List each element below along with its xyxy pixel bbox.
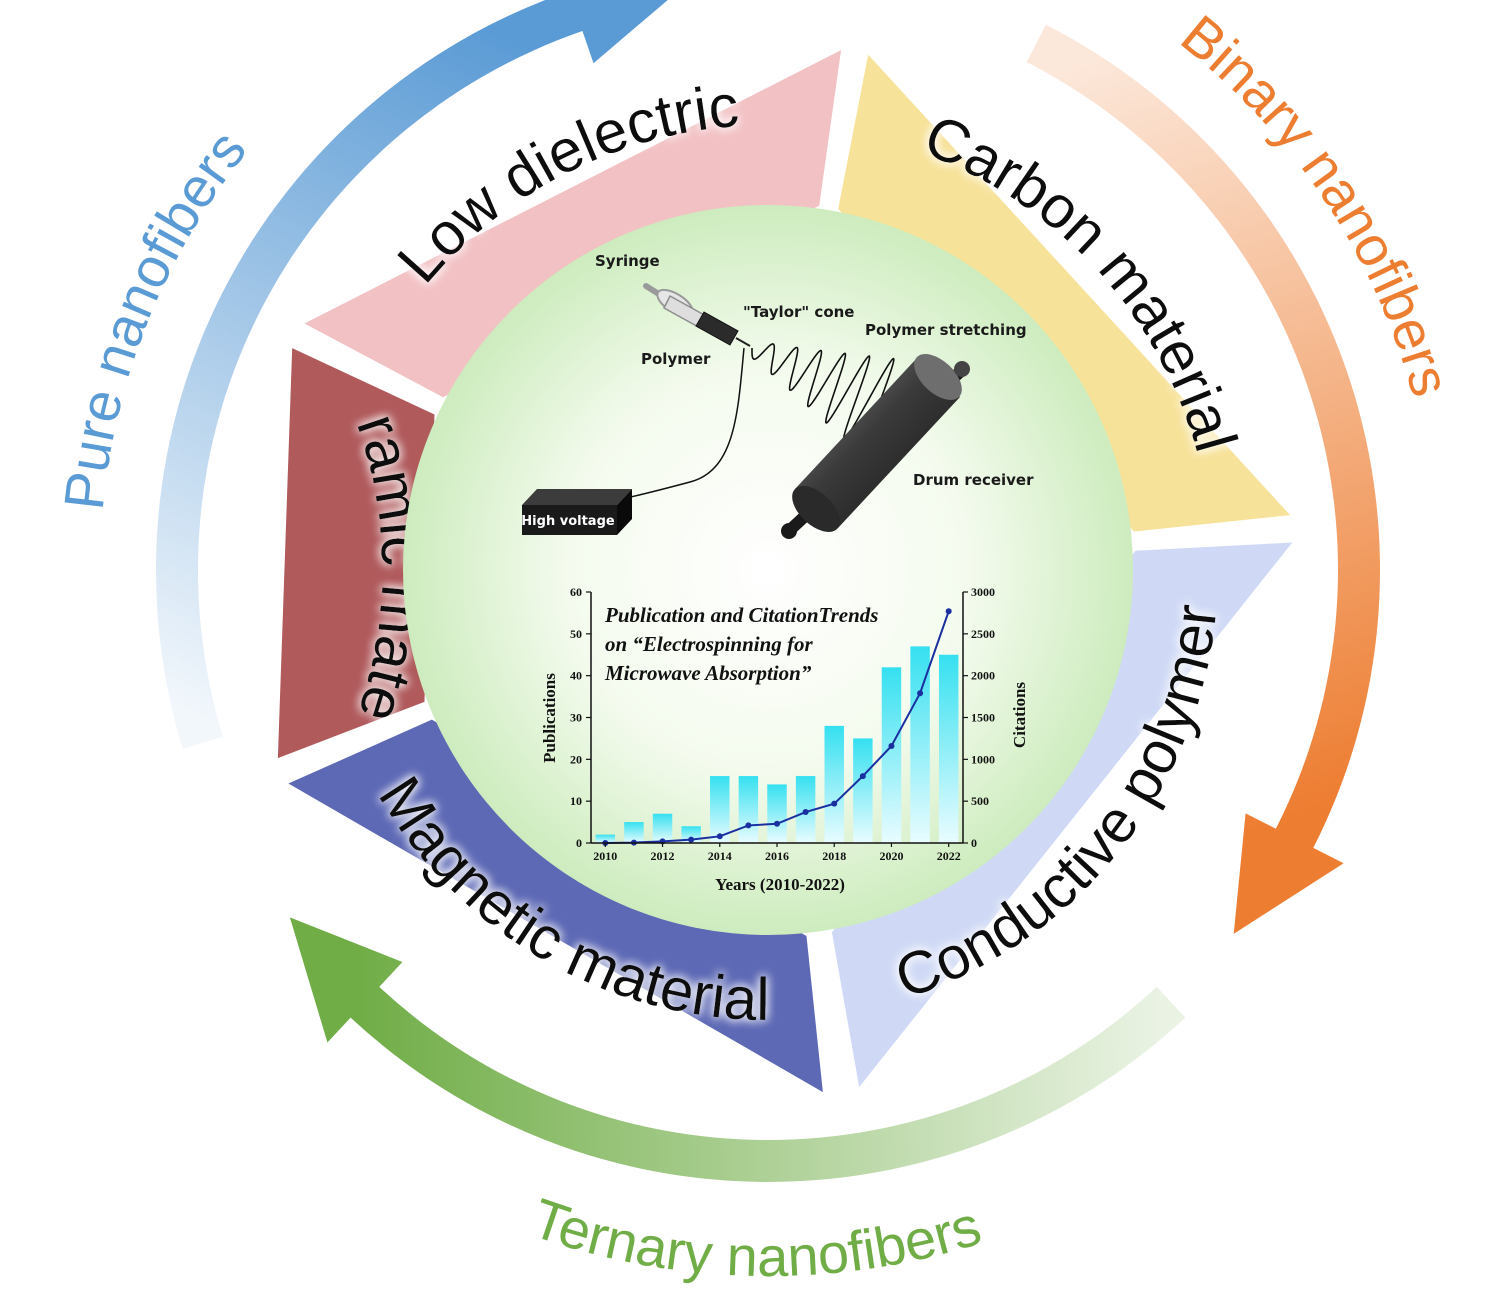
- cable: [625, 347, 745, 499]
- x-tick-label: 2016: [765, 849, 789, 863]
- chart-ticks: 0 10 20 30 40 50 60 0 500 1000 1500 2000 2500 3000 201…: [570, 585, 995, 863]
- chart-title-line-3: Microwave Absorption”: [604, 661, 812, 685]
- outer-arrows: [156, 0, 1381, 1182]
- citation-point-2020: [888, 742, 895, 749]
- citation-point-2015: [745, 822, 752, 829]
- pure-nanofibers-arrow: [156, 0, 668, 749]
- syringe-icon: [643, 283, 751, 347]
- x-tick-label: 2010: [593, 849, 617, 863]
- electrospinning-apparatus: High voltage Syringe "Taylor" cone Polym…: [521, 252, 1034, 539]
- y-tick-label: 40: [570, 669, 582, 683]
- publication-bar-2022: [938, 654, 959, 843]
- publication-bar-2012: [652, 813, 673, 843]
- drum-receiver-label: Drum receiver: [913, 471, 1034, 489]
- y-tick-label: 0: [576, 836, 582, 850]
- citation-point-2019: [859, 773, 866, 780]
- high-voltage-label: High voltage: [521, 514, 615, 529]
- high-voltage-box: High voltage: [521, 489, 632, 535]
- publication-bar-2010: [595, 834, 616, 843]
- y-tick-label: 60: [570, 585, 582, 599]
- x-tick-label: 2020: [879, 849, 903, 863]
- y2-tick-label: 500: [971, 794, 989, 808]
- segment-carbon-material: [838, 54, 1291, 532]
- citation-point-2016: [774, 820, 780, 827]
- taylor-cone-label: "Taylor" cone: [743, 303, 854, 321]
- y-tick-label: 50: [570, 627, 582, 641]
- y-tick-label: 20: [570, 752, 582, 766]
- segment-conductive-polymer: [831, 542, 1293, 1088]
- x-tick-label: 2022: [937, 849, 961, 863]
- publication-bar-2014: [710, 776, 730, 843]
- y2-tick-label: 1500: [971, 711, 995, 725]
- y2-tick-label: 2000: [971, 669, 995, 683]
- x-axis-label: Years (2010-2022): [715, 875, 845, 894]
- publication-bar-2020: [881, 667, 902, 843]
- citation-point-2022: [945, 608, 952, 615]
- x-tick-label: 2012: [651, 849, 675, 863]
- y-tick-label: 10: [570, 794, 582, 808]
- citation-point-2021: [917, 690, 924, 697]
- publication-bars: [595, 646, 959, 843]
- citation-point-2013: [688, 836, 695, 843]
- x-tick-label: 2018: [822, 849, 846, 863]
- publication-chart: 0 10 20 30 40 50 60 0 500 1000 1500 2000 2500 3000 201…: [540, 585, 1029, 894]
- drum-receiver-icon: [781, 354, 970, 539]
- polymer-label: Polymer: [641, 350, 711, 368]
- chart-title-line-1: Publication and CitationTrends: [604, 603, 878, 627]
- polymer-stretching-label: Polymer stretching: [865, 321, 1027, 339]
- citation-point-2018: [831, 800, 838, 807]
- label-ternary-nanofibers: Ternary nanofibers: [525, 1186, 988, 1288]
- chart-title-line-2: on “Electrospinning for: [605, 632, 814, 656]
- y-tick-label: 30: [570, 711, 582, 725]
- publication-bar-2021: [910, 646, 930, 843]
- publication-bar-2011: [624, 822, 644, 843]
- y2-tick-label: 1000: [971, 752, 995, 766]
- publication-bar-2015: [738, 776, 759, 843]
- citation-point-2014: [716, 833, 723, 840]
- x-tick-label: 2014: [708, 849, 732, 863]
- y2-axis-label: Citations: [1010, 682, 1029, 749]
- citation-point-2017: [802, 809, 809, 816]
- ternary-nanofibers-arrow: [289, 917, 1186, 1182]
- material-ring: [277, 50, 1293, 1093]
- y2-tick-label: 2500: [971, 627, 995, 641]
- syringe-label: Syringe: [595, 252, 660, 270]
- publication-bar-2016: [767, 784, 787, 843]
- y2-tick-label: 0: [971, 836, 977, 850]
- publication-bar-2018: [824, 725, 844, 843]
- segment-low-dielectric: [304, 50, 842, 398]
- y-axis-label: Publications: [540, 673, 559, 763]
- publication-bar-2019: [853, 738, 873, 843]
- y2-tick-label: 3000: [971, 585, 995, 599]
- segment-ceramic-material: [277, 348, 435, 759]
- segment-magnetic-material: [288, 719, 823, 1093]
